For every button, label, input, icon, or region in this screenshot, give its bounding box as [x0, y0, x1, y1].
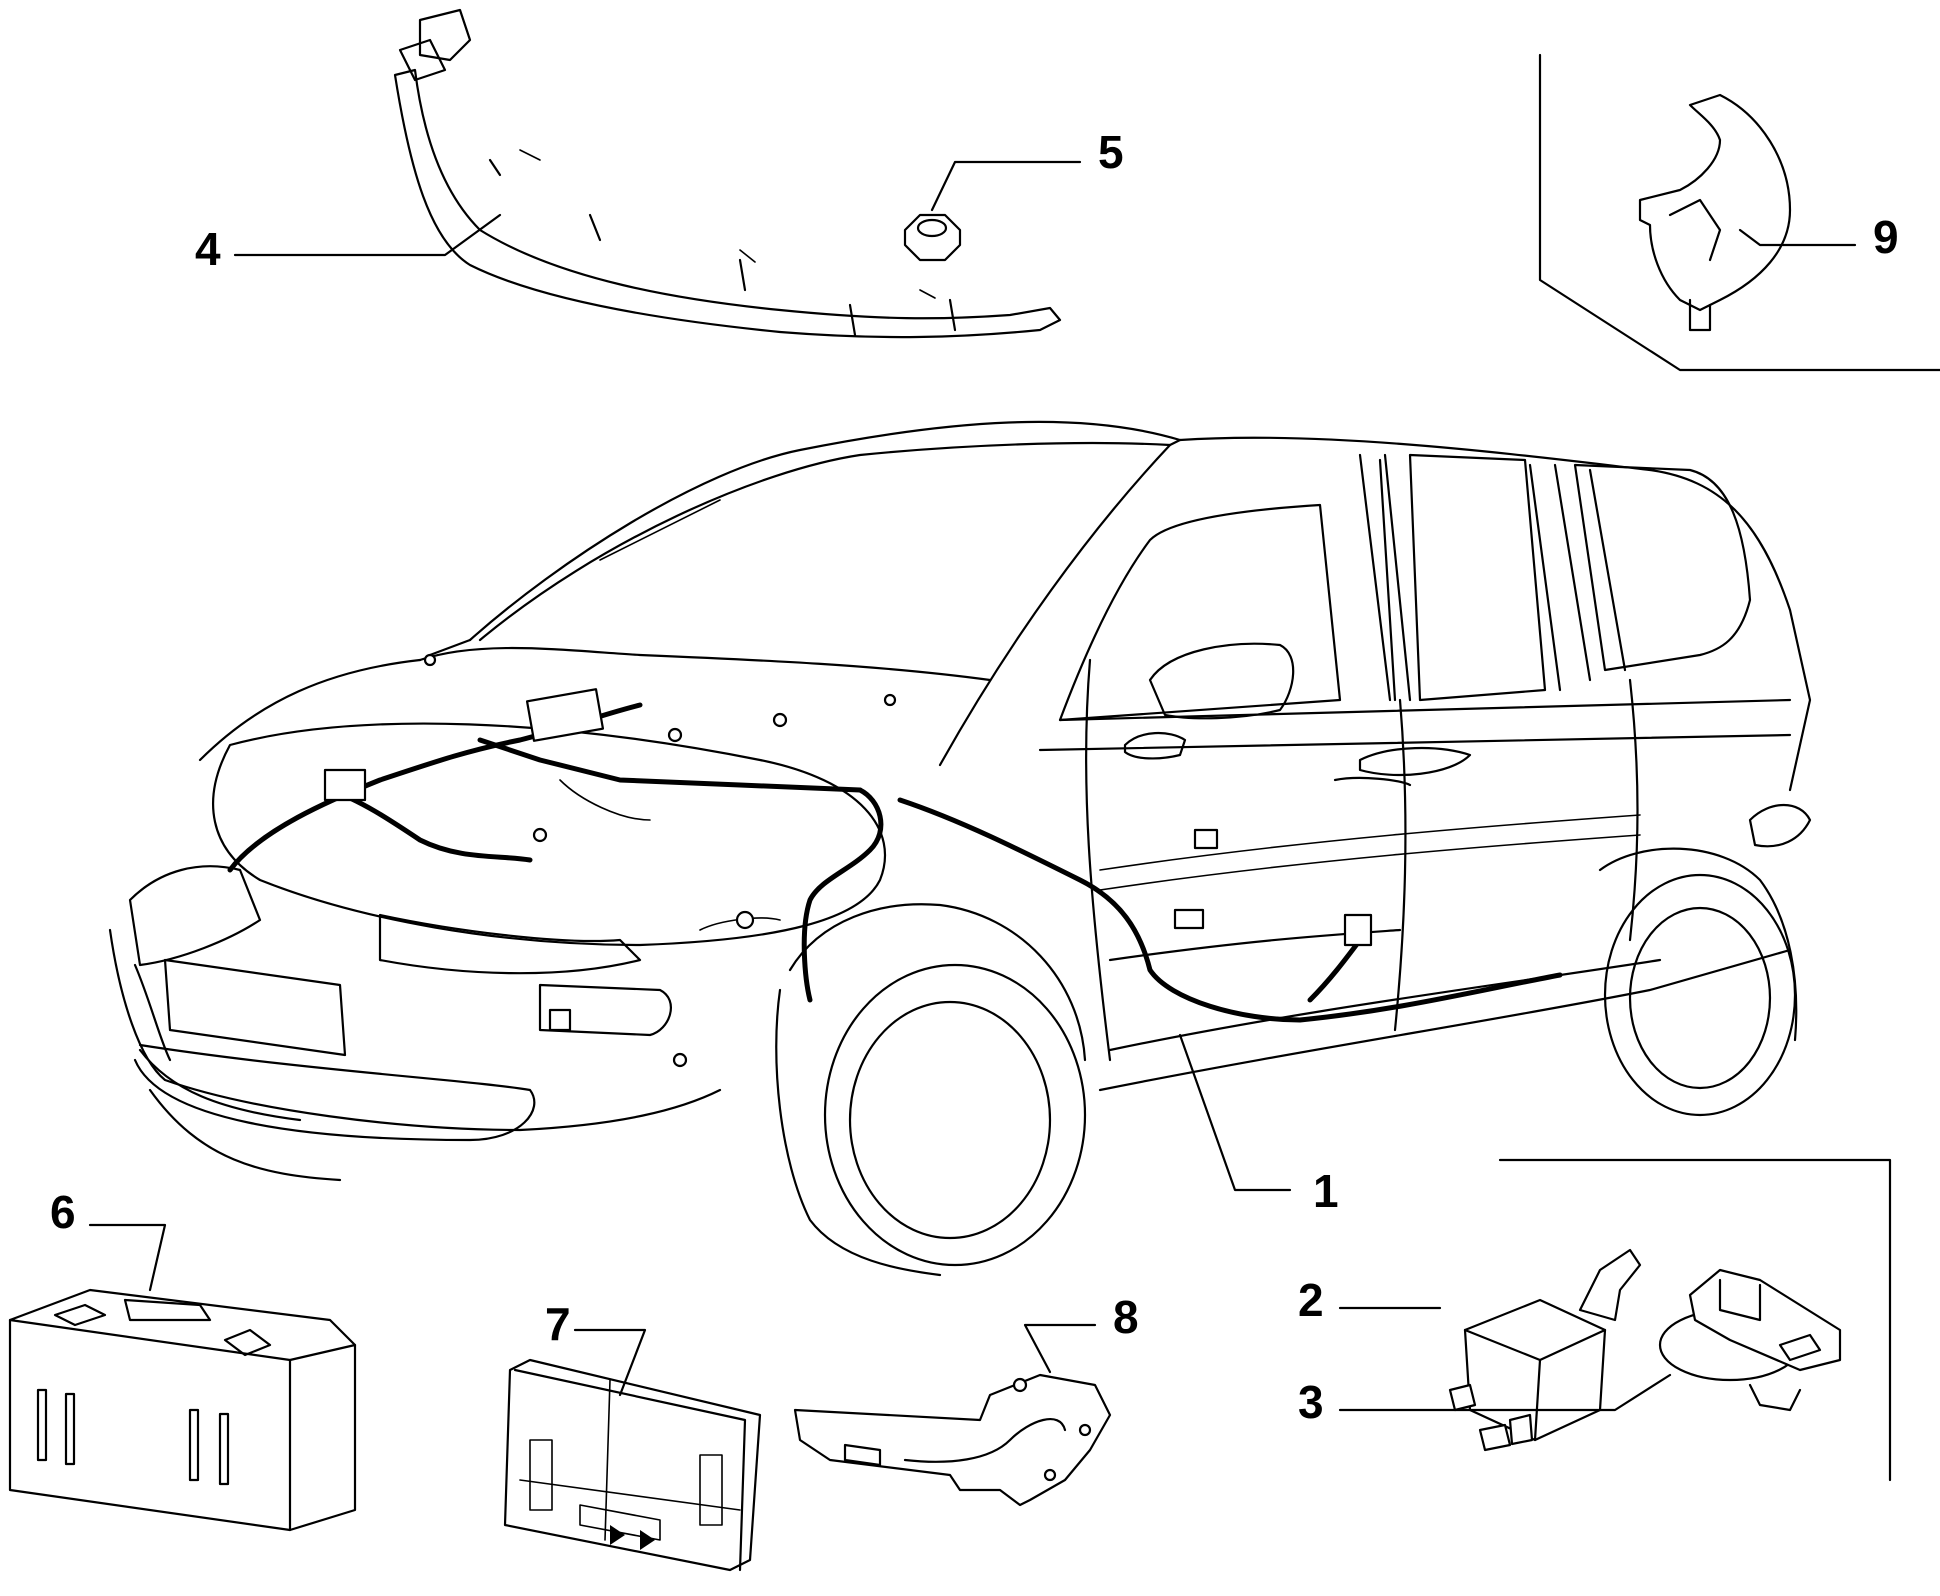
callout-labels: 1 2 3 4 5 6 7 8 9	[50, 126, 1899, 1428]
harness-cover	[393, 8, 1062, 339]
clip-bracket	[1538, 53, 1940, 372]
relay	[1448, 1248, 1642, 1452]
vehicle-minivan	[108, 420, 1812, 1277]
callout-3: 3	[1298, 1376, 1324, 1428]
fuse-panel	[503, 1358, 762, 1572]
connector	[1498, 1158, 1892, 1482]
nut	[903, 213, 962, 262]
callout-leaders	[88, 160, 1857, 1412]
callout-8: 8	[1113, 1291, 1139, 1343]
callout-7: 7	[545, 1298, 571, 1350]
callout-5: 5	[1098, 126, 1124, 178]
wiring-harness	[227, 653, 1563, 1068]
mounting-bracket	[793, 1373, 1112, 1507]
callout-9: 9	[1873, 211, 1899, 263]
callout-1: 1	[1313, 1165, 1339, 1217]
callout-4: 4	[195, 223, 221, 275]
callout-6: 6	[50, 1186, 76, 1238]
control-unit	[8, 1288, 357, 1532]
callout-2: 2	[1298, 1274, 1324, 1326]
